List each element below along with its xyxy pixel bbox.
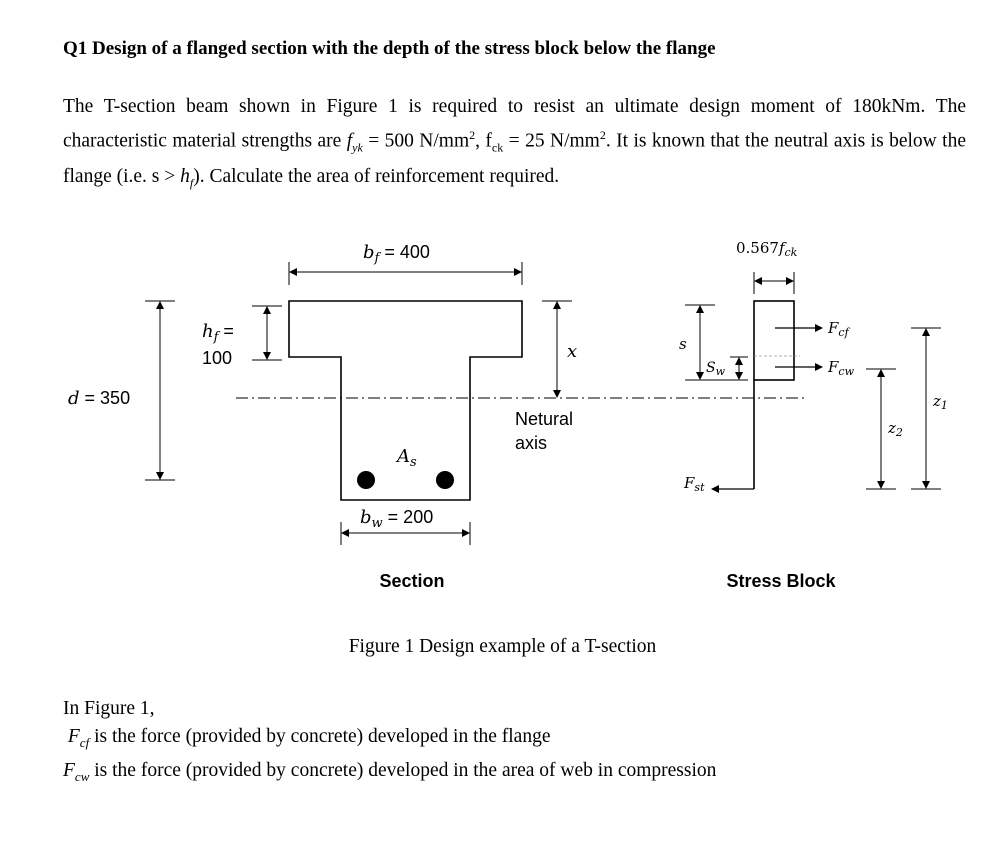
rebar-left xyxy=(357,471,375,489)
sw-label: Sw xyxy=(706,360,726,378)
fcf-label: Fcf xyxy=(827,319,851,339)
rebar-right xyxy=(436,471,454,489)
bw-label: bw = 200 xyxy=(360,507,433,531)
z1-label: z1 xyxy=(932,392,948,412)
s-label: s xyxy=(679,335,687,353)
stress-block-title: Stress Block xyxy=(726,571,836,591)
x-label: x xyxy=(567,341,577,362)
hf-label: hf = xyxy=(202,321,234,345)
notes-intro: In Figure 1, xyxy=(63,698,155,719)
question-heading: Q1 Design of a flanged section with the … xyxy=(63,38,716,59)
figure-caption: Figure 1 Design example of a T-section xyxy=(348,636,657,657)
figure-notes: In Figure 1, Fcf is the force (provided … xyxy=(63,695,716,791)
stress-block-rect xyxy=(753,300,795,381)
neutral-axis-label-2: axis xyxy=(515,433,547,453)
note-fcf: Fcf is the force (provided by concrete) … xyxy=(67,726,551,750)
z2-label: z2 xyxy=(887,419,903,439)
hf-value: 100 xyxy=(202,348,232,368)
neutral-axis-label-1: Netural xyxy=(515,409,573,429)
bf-label: bf = 400 xyxy=(363,242,430,266)
note-fcw: Fcw is the force (provided by concrete) … xyxy=(63,759,717,784)
fst-label: Fst xyxy=(683,474,705,494)
fcw-label: Fcw xyxy=(827,358,855,378)
stress-width-label: 0.567fck xyxy=(736,239,798,259)
t-section-outline xyxy=(288,300,523,501)
section-title: Section xyxy=(379,571,444,591)
d-label: d = 350 xyxy=(68,388,130,409)
as-label: As xyxy=(395,446,417,470)
problem-statement: The T-section beam shown in Figure 1 is … xyxy=(63,96,966,191)
